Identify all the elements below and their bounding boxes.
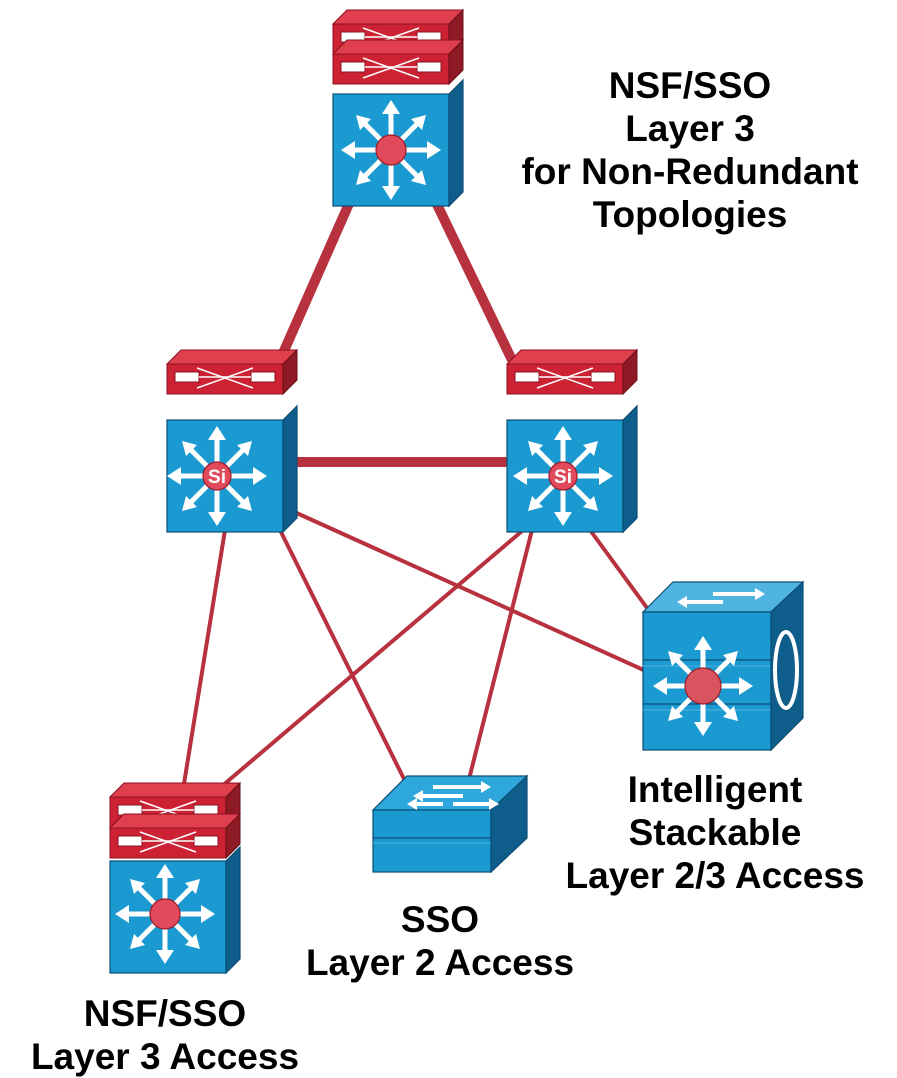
top-label-line-2: Layer 3 (625, 108, 755, 149)
bottom-right-label-line-3: Layer 2/3 Access (565, 855, 865, 896)
top-label: NSF/SSO Layer 3 for Non-Redundant Topolo… (490, 64, 890, 236)
bottom-middle-label-line-1: SSO (400, 899, 480, 940)
top-label-line-4: Topologies (592, 194, 788, 235)
bottom-left-label-line-1: NSF/SSO (83, 993, 247, 1034)
access-multilayer-switch-icon (109, 782, 241, 974)
link-left-to-access-right (289, 508, 649, 674)
bottom-middle-label: SSO Layer 2 Access (270, 898, 610, 984)
bottom-left-label-line-2: Layer 3 Access (30, 1036, 300, 1077)
link-top-to-right (425, 187, 517, 363)
stackable-switch-icon (641, 580, 805, 752)
links (181, 187, 652, 796)
link-left-to-access-middle (278, 529, 414, 796)
link-top-to-left (275, 187, 360, 363)
distribution-switch-right-icon: Si (506, 349, 638, 533)
si-badge-left: Si (208, 467, 226, 488)
bottom-left-label: NSF/SSO Layer 3 Access (0, 992, 330, 1078)
link-right-to-access-right (588, 528, 652, 614)
bottom-right-label-line-2: Stackable (628, 812, 802, 853)
bottom-right-label-line-1: Intelligent (627, 769, 803, 810)
link-right-to-access-left (213, 518, 537, 794)
bottom-right-label: Intelligent Stackable Layer 2/3 Access (530, 768, 897, 897)
link-right-to-access-middle (463, 529, 534, 796)
distribution-switch-left-icon: Si (167, 349, 298, 533)
top-label-line-3: for Non-Redundant (521, 151, 859, 192)
si-badge-right: Si (554, 467, 572, 488)
top-multilayer-switch-icon (332, 9, 464, 207)
top-label-line-1: NSF/SSO (608, 65, 772, 106)
bottom-middle-label-line-2: Layer 2 Access (305, 942, 575, 983)
workgroup-switch-icon (371, 774, 529, 874)
link-left-to-access-left (181, 529, 227, 791)
